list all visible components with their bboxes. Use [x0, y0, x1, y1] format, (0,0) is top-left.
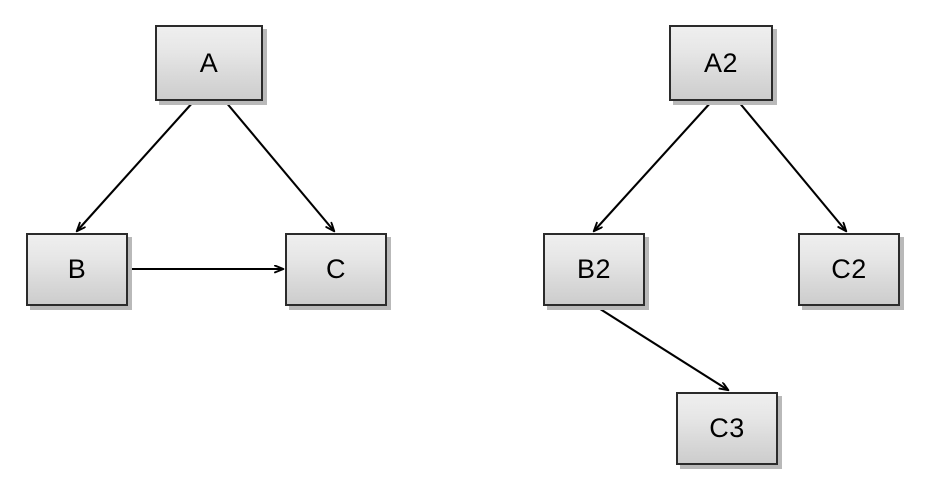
edge-B2-to-C3	[596, 306, 728, 390]
node-label-A2: A2	[703, 47, 739, 78]
edge-A-to-C	[224, 100, 334, 231]
node-label-B2: B2	[576, 254, 612, 284]
edge-A2-to-C2	[737, 100, 846, 231]
node-label-B: B	[67, 254, 87, 284]
node-C3[interactable]: C3	[676, 392, 778, 465]
node-A[interactable]: A	[155, 25, 263, 101]
node-B2[interactable]: B2	[543, 233, 645, 306]
node-A2[interactable]: A2	[669, 25, 773, 101]
node-C[interactable]: C	[285, 233, 387, 306]
node-B[interactable]: B	[26, 233, 128, 306]
node-label-A: A	[199, 47, 219, 78]
edge-A2-to-B2	[594, 100, 713, 231]
node-label-C: C	[326, 254, 346, 284]
node-label-C3: C3	[709, 413, 745, 443]
node-label-C2: C2	[831, 254, 867, 284]
node-C2[interactable]: C2	[798, 233, 900, 306]
edge-A-to-B	[77, 100, 195, 231]
